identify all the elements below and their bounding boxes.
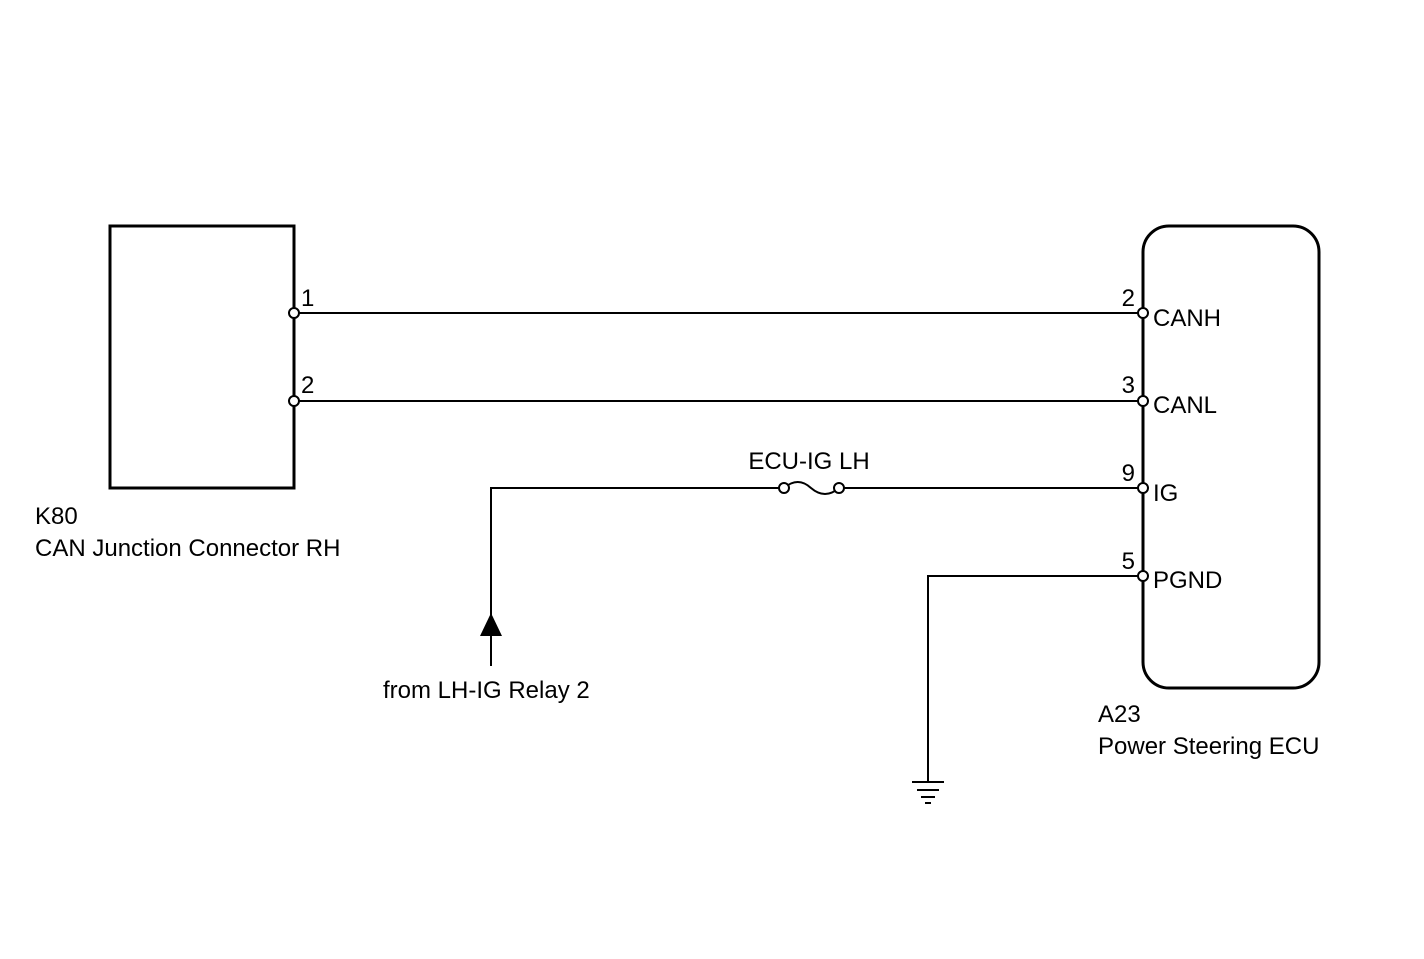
a23-name: Power Steering ECU — [1098, 733, 1319, 760]
a23-pin-canl — [1137, 395, 1149, 407]
a23-signal-ig: IG — [1153, 480, 1178, 507]
k80-pin-2 — [288, 395, 300, 407]
a23-signal-canl: CANL — [1153, 392, 1217, 419]
ig-supply-wire — [490, 487, 784, 666]
a23-pin-canh-number: 2 — [1122, 285, 1135, 312]
fuse-label: ECU-IG LH — [748, 448, 869, 475]
k80-connector-box — [108, 224, 296, 490]
a23-ecu-box — [1141, 224, 1321, 690]
pgnd-wire — [927, 575, 1143, 782]
a23-pin-pgnd — [1137, 570, 1149, 582]
a23-pin-canh — [1137, 307, 1149, 319]
a23-pin-ig — [1137, 482, 1149, 494]
fuse-symbol — [783, 481, 840, 495]
a23-signal-pgnd: PGND — [1153, 567, 1222, 594]
supply-label: from LH-IG Relay 2 — [383, 677, 590, 704]
a23-code: A23 — [1098, 701, 1141, 728]
k80-pin-1-number: 1 — [301, 285, 314, 312]
a23-signal-canh: CANH — [1153, 305, 1221, 332]
k80-pin-1 — [288, 307, 300, 319]
fuse-terminal-left — [778, 482, 790, 494]
k80-code: K80 — [35, 503, 78, 530]
up-arrow-icon — [480, 613, 502, 636]
k80-name: CAN Junction Connector RH — [35, 535, 340, 562]
a23-pin-pgnd-number: 5 — [1122, 548, 1135, 575]
a23-pin-ig-number: 9 — [1122, 460, 1135, 487]
fuse-terminal-right — [833, 482, 845, 494]
k80-pin-2-number: 2 — [301, 372, 314, 399]
a23-pin-canl-number: 3 — [1122, 372, 1135, 399]
ground-icon — [912, 781, 944, 804]
